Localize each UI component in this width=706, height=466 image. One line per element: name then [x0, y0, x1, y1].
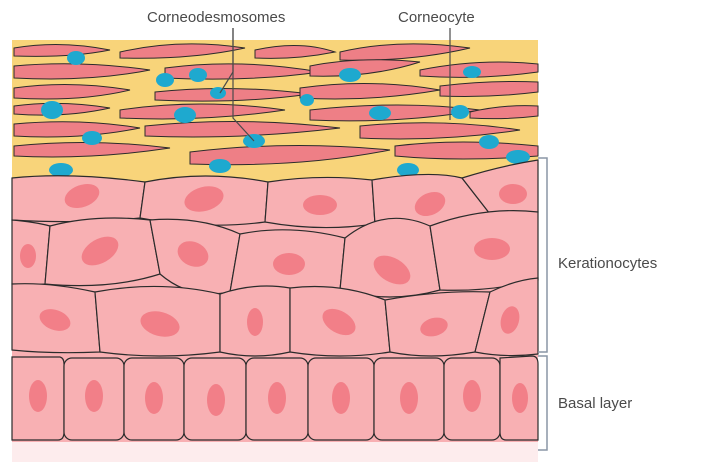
nucleus [207, 384, 225, 416]
keratinocytes-bracket [538, 158, 547, 352]
nucleus [85, 380, 103, 412]
nucleus [499, 184, 527, 204]
nucleus [29, 380, 47, 412]
layer-brackets [538, 158, 547, 450]
nucleus [145, 382, 163, 414]
nucleus [247, 308, 263, 336]
nucleus [400, 382, 418, 414]
basal-layer-label: Basal layer [558, 395, 632, 412]
corneodesmosome [339, 68, 361, 82]
corneodesmosome [49, 163, 73, 177]
corneodesmosome [210, 87, 226, 99]
corneodesmosome [300, 94, 314, 106]
corneodesmosome [67, 51, 85, 65]
corneodesmosome [209, 159, 231, 173]
dermis-base [12, 440, 538, 462]
nucleus [463, 380, 481, 412]
nucleus [512, 383, 528, 413]
corneodesmosomes-label: Corneodesmosomes [147, 9, 285, 26]
corneodesmosome [451, 105, 469, 119]
corneodesmosome [156, 73, 174, 87]
corneodesmosome [174, 107, 196, 123]
corneodesmosome [369, 106, 391, 120]
nucleus [332, 382, 350, 414]
nucleus [273, 253, 305, 275]
nucleus [268, 382, 286, 414]
corneodesmosome [189, 68, 207, 82]
corneocyte-label: Corneocyte [398, 9, 475, 26]
nucleus [303, 195, 337, 215]
corneodesmosome [479, 135, 499, 149]
corneodesmosome [82, 131, 102, 145]
nucleus [20, 244, 36, 268]
nucleus [474, 238, 510, 260]
keratinocytes-label: Kerationocytes [558, 255, 657, 272]
corneodesmosome [463, 66, 481, 78]
corneodesmosome [41, 101, 63, 119]
basal-layer-bracket [538, 356, 547, 450]
